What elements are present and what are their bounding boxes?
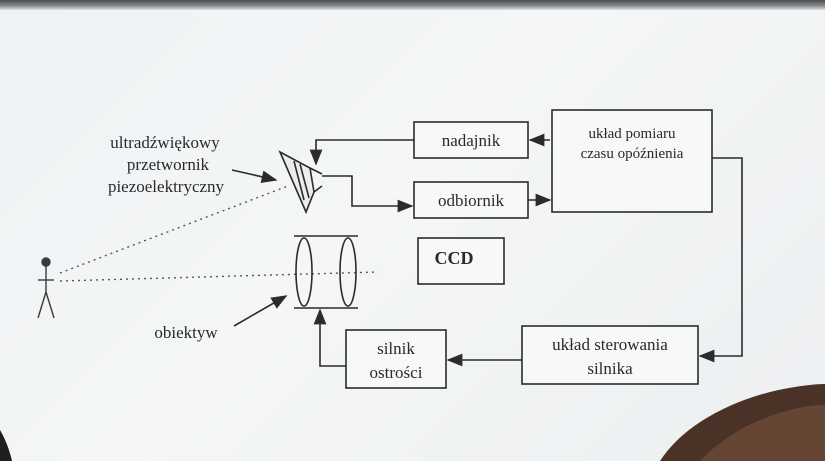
lens-icon bbox=[294, 235, 358, 309]
transducer-label-3: piezoelektryczny bbox=[108, 177, 225, 196]
measurement-label-2: czasu opóźnienia bbox=[581, 146, 684, 162]
transducer-pointer bbox=[231, 169, 278, 184]
motor-to-lens-arrow bbox=[313, 308, 346, 367]
transmitter-label: nadajnik bbox=[442, 131, 501, 150]
control-block bbox=[521, 325, 699, 385]
ccd-block bbox=[417, 237, 505, 285]
measure-to-control-arrow bbox=[698, 157, 743, 363]
lens-label: obiektyw bbox=[154, 323, 218, 342]
top-edge-shadow bbox=[0, 0, 825, 10]
transducer-label-1: ultradźwiękowy bbox=[110, 133, 220, 152]
hair-highlight bbox=[700, 405, 825, 461]
optical-axis bbox=[59, 271, 379, 282]
transducer-label-2: przetwornik bbox=[127, 155, 210, 174]
motor-block bbox=[345, 329, 447, 389]
measurement-block bbox=[551, 109, 713, 213]
control-label-1: układ sterowania bbox=[552, 335, 668, 354]
transducer-icon bbox=[278, 150, 323, 215]
measurement-label-1: układ pomiaru bbox=[588, 126, 676, 142]
ccd-label: CCD bbox=[435, 248, 474, 268]
tx-to-transducer-arrow bbox=[309, 139, 414, 166]
corner-shadow bbox=[0, 430, 12, 461]
receiver-block bbox=[413, 181, 529, 219]
receiver-label: odbiornik bbox=[438, 191, 505, 210]
person-icon bbox=[37, 257, 55, 319]
transducer-to-rx-arrow bbox=[322, 175, 414, 213]
control-label-2: silnika bbox=[587, 359, 633, 378]
motor-label-2: ostrości bbox=[370, 363, 423, 382]
motor-label-1: silnik bbox=[377, 339, 415, 358]
ultrasound-beam bbox=[59, 185, 289, 274]
lens-pointer bbox=[233, 295, 288, 327]
